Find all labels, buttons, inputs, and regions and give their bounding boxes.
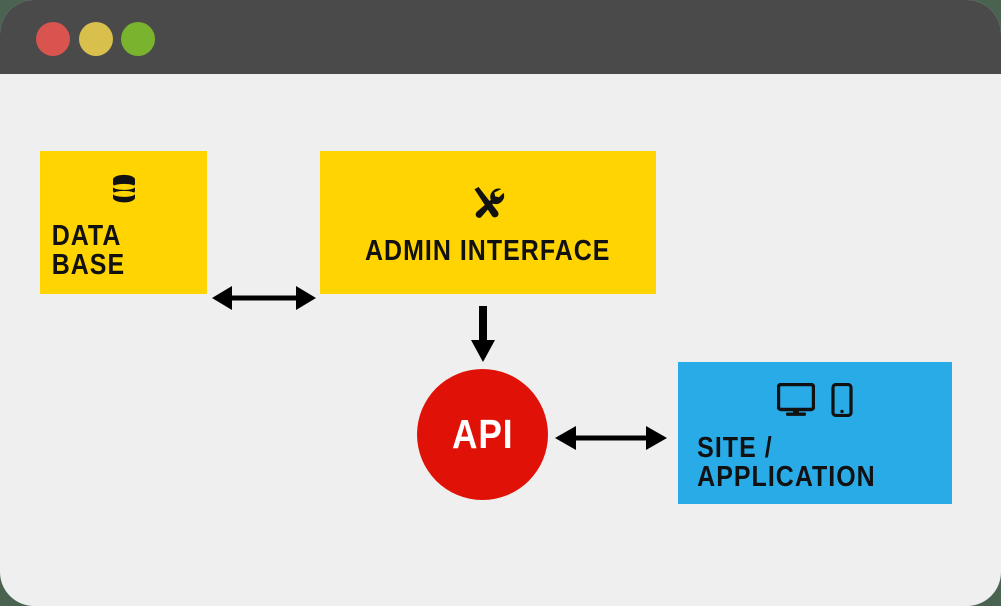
node-api-label: API xyxy=(451,411,514,457)
database-icon xyxy=(107,171,141,210)
tools-icon xyxy=(470,186,506,225)
desktop-icon xyxy=(776,382,816,422)
maximize-button[interactable] xyxy=(121,22,155,56)
node-database[interactable]: DATA BASE xyxy=(40,151,207,294)
mobile-icon xyxy=(831,382,853,422)
diagram-canvas: DATA BASE ADMIN INTERFACE xyxy=(0,74,1001,606)
connector-admin-api xyxy=(470,306,496,367)
node-database-label: DATA BASE xyxy=(51,220,126,281)
node-admin-interface[interactable]: ADMIN INTERFACE xyxy=(320,151,656,294)
minimize-button[interactable] xyxy=(79,22,113,56)
device-icons xyxy=(776,382,853,422)
node-site-application[interactable]: SITE / APPLICATION xyxy=(678,362,952,504)
close-button[interactable] xyxy=(36,22,70,56)
connector-database-admin xyxy=(212,280,316,321)
window-titlebar xyxy=(0,0,1001,74)
connector-api-site xyxy=(555,420,667,461)
node-api[interactable]: API xyxy=(417,369,548,500)
node-site-application-label: SITE / APPLICATION xyxy=(697,431,876,493)
node-admin-interface-label: ADMIN INTERFACE xyxy=(365,234,611,267)
